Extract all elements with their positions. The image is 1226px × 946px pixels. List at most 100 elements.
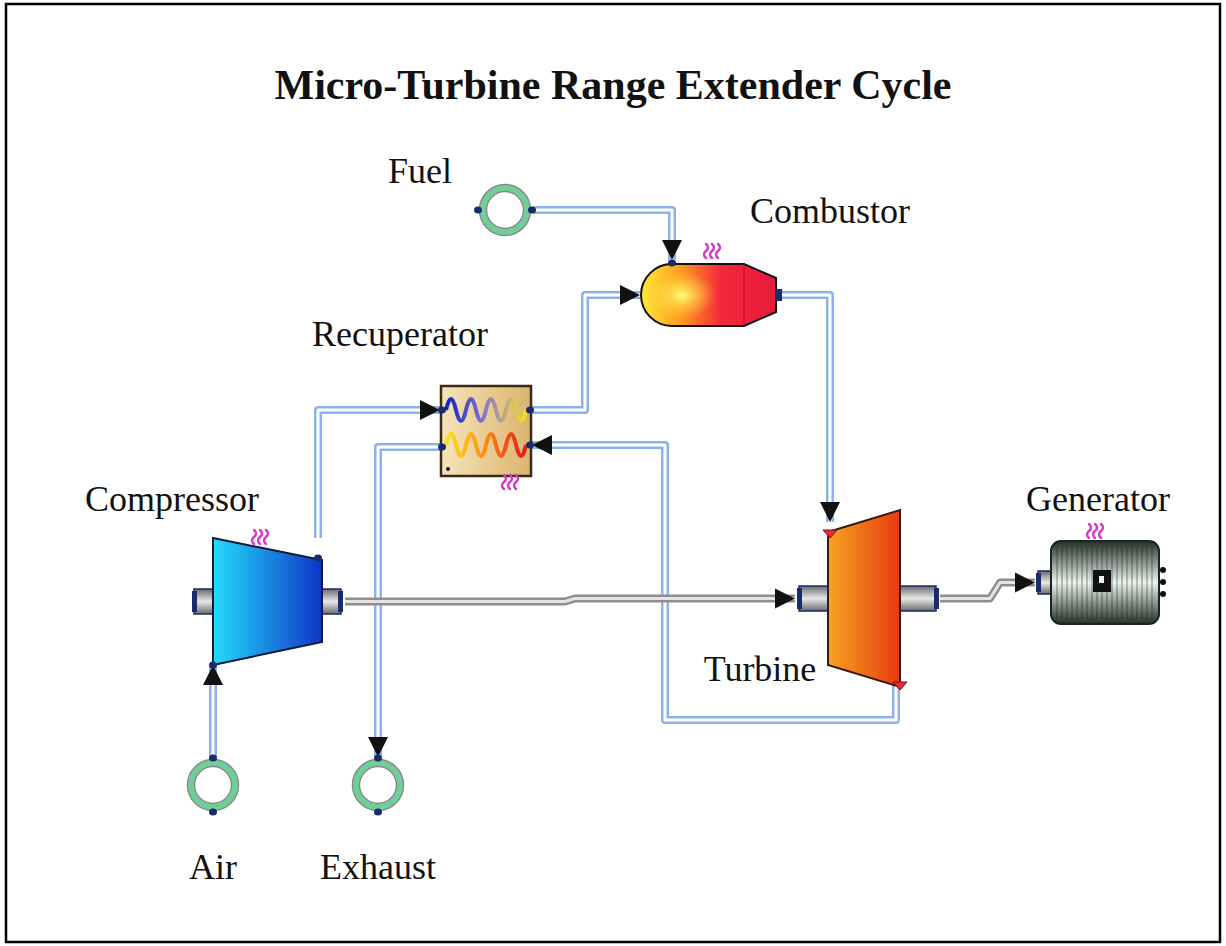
cooling-fin [1126, 546, 1128, 619]
source-rim [353, 760, 404, 811]
shaft-cap [1036, 573, 1041, 592]
outlet-port [776, 289, 782, 301]
port-dot [526, 407, 534, 414]
heat-mark [710, 244, 714, 258]
hot-coil [446, 434, 526, 456]
heat-mark [502, 475, 506, 489]
shaft-connector [940, 583, 1035, 599]
turbine: Turbine [795, 522, 940, 675]
heat-mark [508, 475, 512, 489]
cooling-fin [1061, 546, 1063, 619]
component-label: Fuel [388, 152, 452, 192]
recuperator: Recuperator [440, 385, 532, 477]
pipe-connector [782, 295, 830, 522]
source-ring [356, 763, 400, 807]
turbine-body [828, 510, 900, 687]
connector-casing [209, 665, 217, 757]
heat-mark [252, 530, 256, 544]
cooling-fin [1091, 546, 1093, 619]
compressor-body [213, 538, 322, 665]
cooling-fin [1066, 546, 1068, 619]
cold-coil [446, 399, 526, 421]
heat-mark [1087, 524, 1091, 538]
cooling-fin [1081, 546, 1083, 619]
source-rim [188, 760, 239, 811]
source-rim [360, 767, 397, 804]
generator-body [1051, 541, 1159, 624]
connector-core [940, 583, 1035, 599]
flame [648, 271, 716, 319]
outlet-port [893, 682, 907, 690]
connector-casing [782, 295, 830, 522]
cooling-fin [1146, 546, 1148, 619]
combustor-body [641, 264, 776, 326]
connector-core [212, 665, 215, 757]
recuperator-box [441, 386, 531, 476]
component-symbol [795, 522, 940, 675]
component-label: Generator [1026, 480, 1170, 520]
shaft-connector [345, 599, 795, 602]
generator: Generator [1035, 540, 1165, 625]
connector-core [533, 210, 672, 260]
port-dot [438, 444, 446, 451]
heat-mark [258, 530, 262, 544]
connector-core [345, 599, 795, 602]
port-dot [209, 755, 217, 762]
heat-mark [514, 475, 518, 489]
exhaust-sink: Exhaust [350, 757, 406, 813]
pipe-connector [532, 295, 640, 410]
heat-mark [264, 530, 268, 544]
port-dot [209, 809, 217, 816]
terminal-dot [1160, 591, 1166, 597]
port-dot [314, 555, 322, 562]
component-symbol [350, 757, 406, 813]
cooling-fin [1151, 546, 1153, 619]
terminal-dot [1160, 579, 1166, 585]
generator-emblem [1093, 570, 1111, 592]
generator-emblem [1099, 576, 1104, 583]
picture-frame [6, 4, 1220, 942]
source-ring [191, 763, 235, 807]
component-symbol [640, 260, 782, 330]
heat-mark [716, 244, 720, 258]
inlet-port [823, 530, 837, 538]
shaft-cap [934, 588, 939, 609]
cooling-fin [1116, 546, 1118, 619]
shaft-stub [900, 586, 936, 611]
cooling-fin [1086, 546, 1088, 619]
component-label: Compressor [85, 480, 259, 520]
component-symbol [440, 385, 532, 477]
shaft-cap [192, 591, 197, 612]
source-ring [483, 188, 527, 232]
pipe-connector [213, 665, 214, 757]
port-dot [668, 260, 676, 267]
cooling-fin [1121, 546, 1123, 619]
air-source: Air [185, 757, 241, 813]
cooling-fin [1111, 546, 1113, 619]
pipe-connector [533, 210, 672, 260]
component-label: Recuperator [312, 315, 488, 355]
combustor: Combustor [640, 260, 782, 330]
component-symbol [1035, 540, 1165, 625]
heat-mark [1099, 524, 1103, 538]
corner-dot [446, 467, 450, 471]
component-label: Exhaust [320, 848, 436, 888]
compressor: Compressor [190, 538, 345, 665]
cooling-fin [1141, 546, 1143, 619]
cooling-fin [1131, 546, 1133, 619]
component-symbol [185, 757, 241, 813]
component-label: Air [189, 848, 237, 888]
shaft-cap [338, 591, 343, 612]
port-dot [526, 442, 534, 449]
port-dot [438, 407, 446, 414]
shaft-stub [799, 586, 828, 611]
component-symbol [190, 538, 345, 665]
source-rim [480, 185, 531, 236]
cooling-fin [1056, 546, 1058, 619]
component-label: Turbine [704, 650, 817, 690]
port-dot [528, 207, 536, 214]
connector-core [532, 295, 640, 410]
